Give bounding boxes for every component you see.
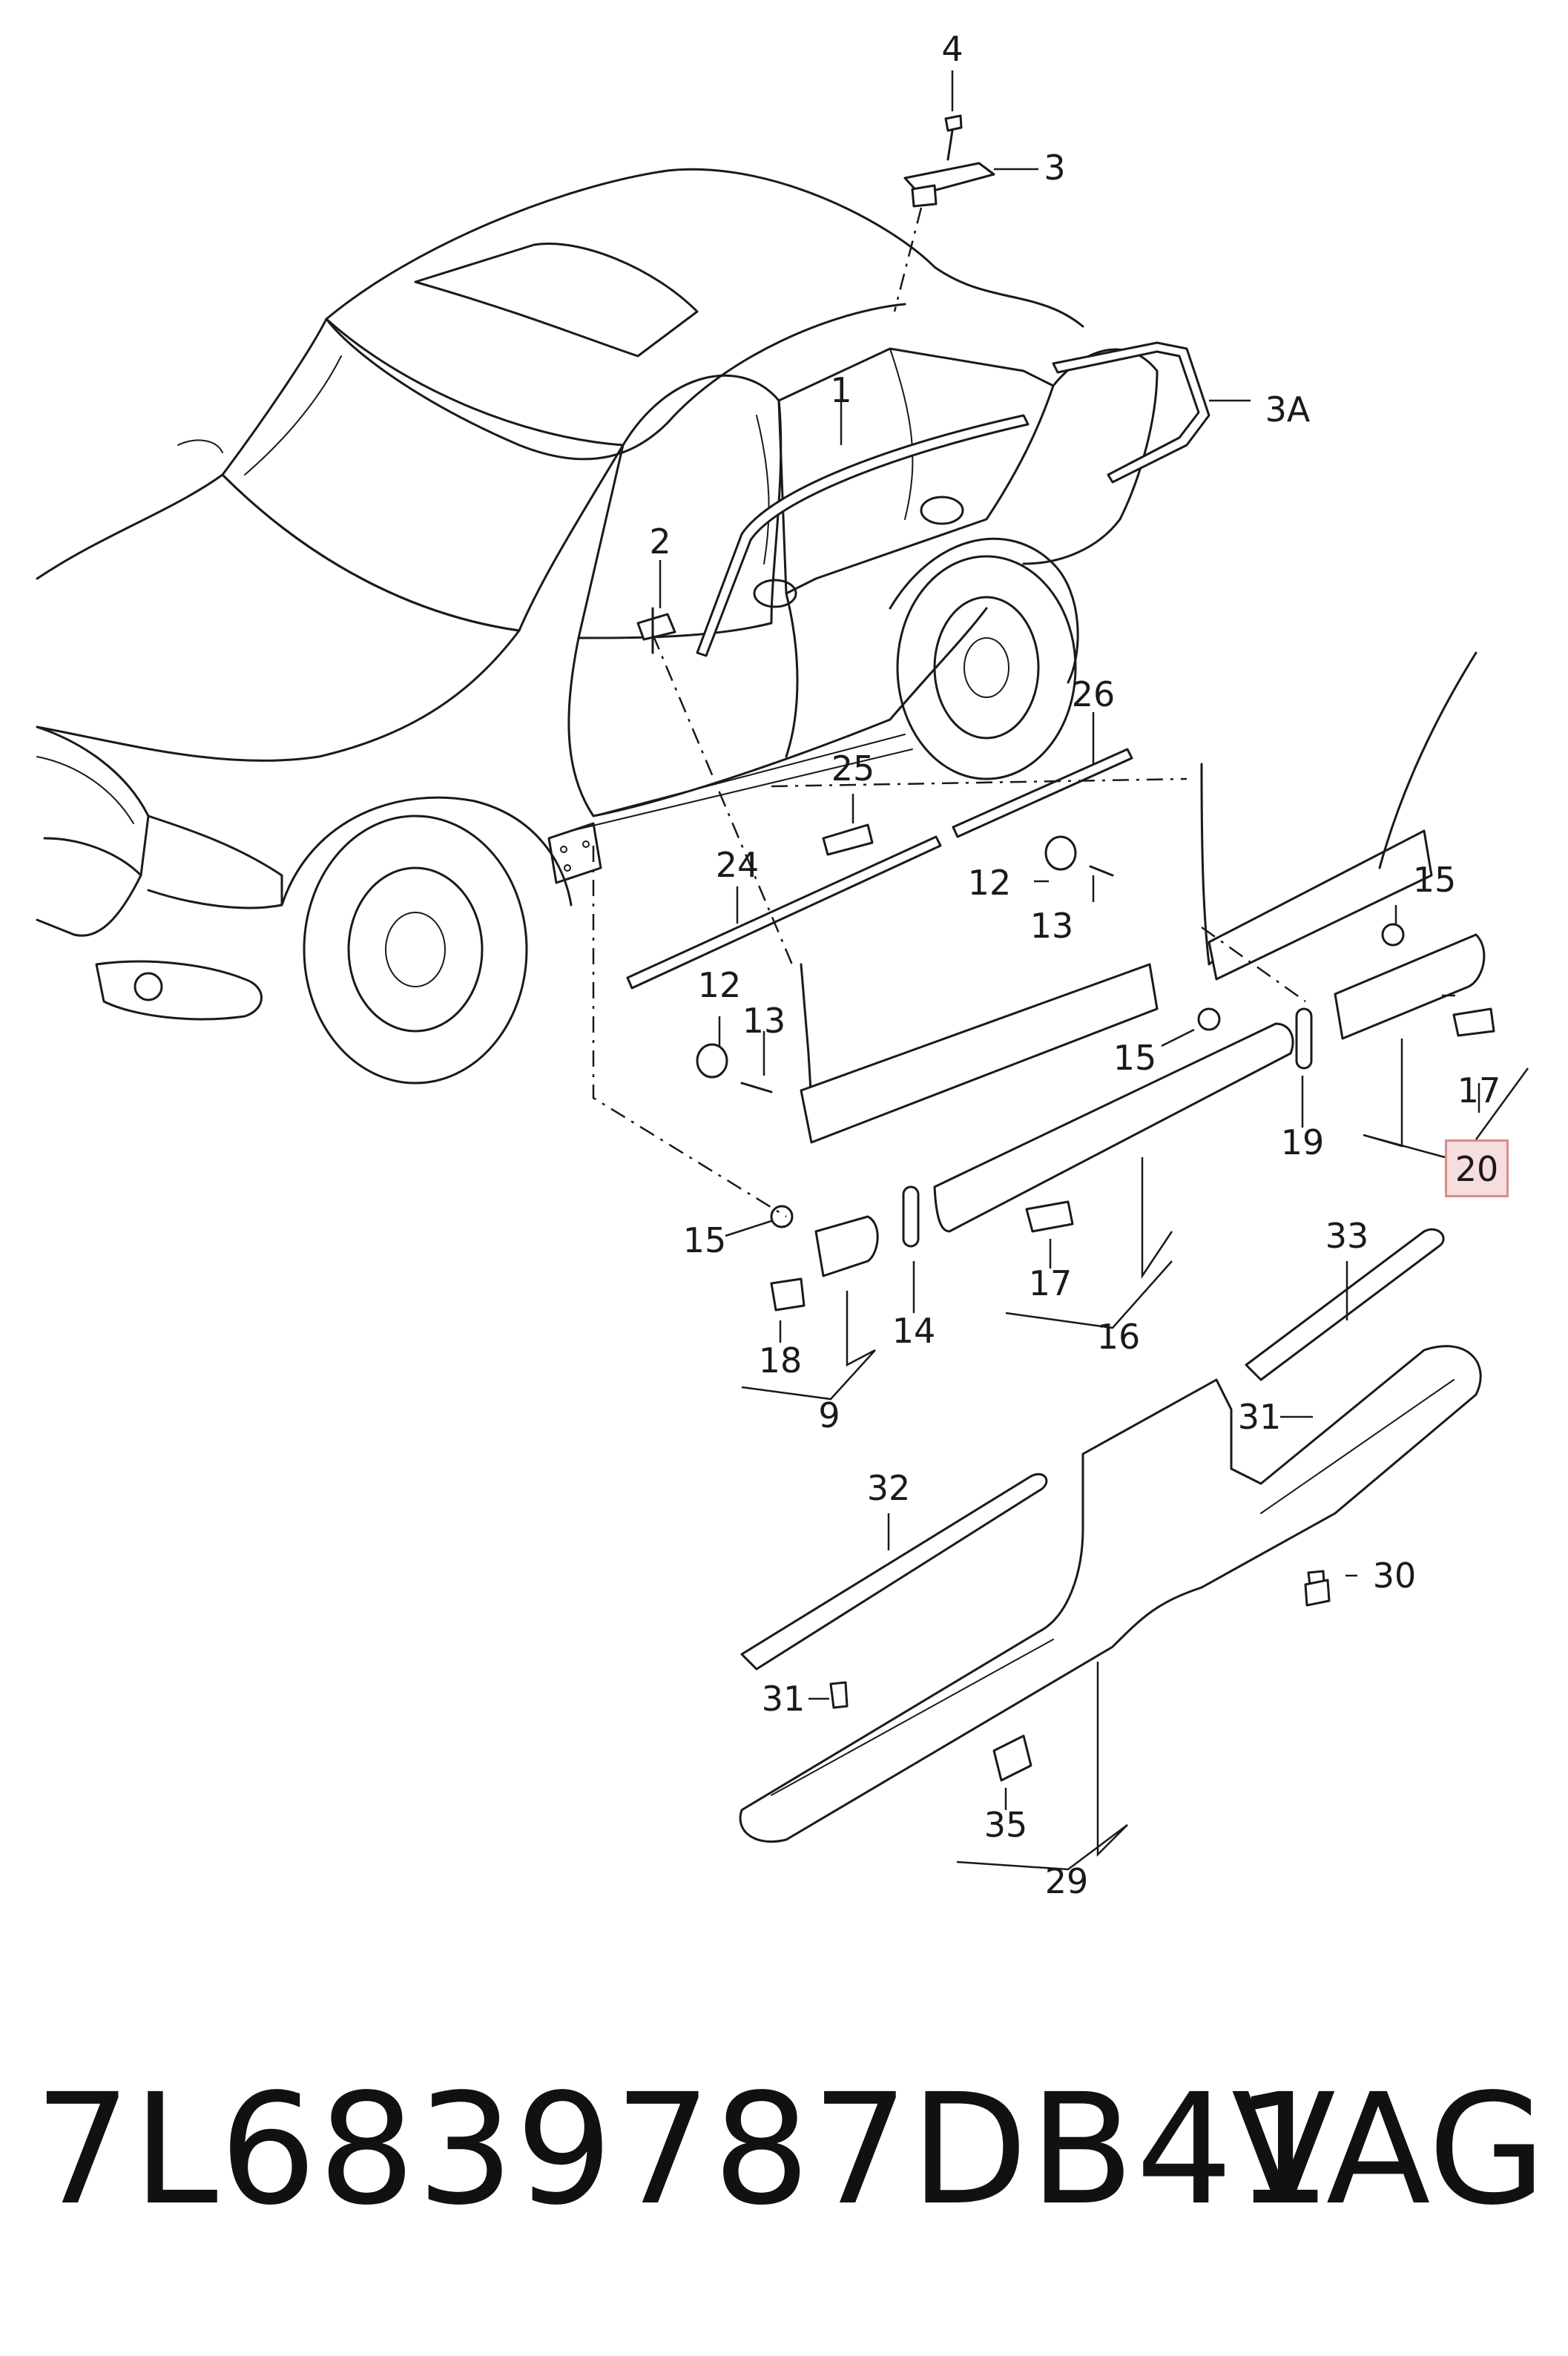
callout-15-left: 15 [683,1220,727,1260]
callout-1: 1 [830,370,851,410]
callout-26: 26 [1072,674,1116,714]
vehicle-body-outline [36,168,1159,1085]
front-fender-trim-9 [814,1215,879,1277]
cover-33 [1245,1228,1445,1381]
callout-18: 18 [759,1340,803,1381]
rear-wheel-trim-20 [1334,651,1486,1040]
strip-26 [952,748,1133,838]
callout-29: 29 [1045,1861,1089,1901]
callout-17-right: 17 [1457,1070,1501,1110]
callout-14: 14 [892,1311,936,1351]
exploded-parts-diagram: 4 3 3A 1 2 26 25 24 12 13 15 12 13 15 17… [36,29,1529,1901]
callout-9: 9 [818,1395,840,1435]
callout-33: 33 [1325,1216,1369,1256]
screw-4 [944,114,963,161]
end-cap-14 [902,1185,920,1248]
highlighted-callout-box [1445,1139,1509,1197]
assembly-lines [592,207,1306,1218]
callout-32: 32 [867,1468,911,1508]
callout-labels: 4 3 3A 1 2 26 25 24 12 13 15 12 13 15 17… [649,29,1501,1901]
brand-name: VAG [1231,2061,1546,2239]
cover-32 [740,1472,1048,1671]
callout-15-mid: 15 [1113,1038,1157,1078]
callout-2: 2 [649,521,671,562]
fasteners [696,835,1495,1709]
callout-17-mid: 17 [1029,1263,1073,1303]
callout-3a: 3A [1265,389,1311,430]
callout-15-right: 15 [1413,860,1457,900]
bracket-35 [992,1734,1032,1782]
door-panel-rear [1200,763,1433,981]
callout-12-upper: 12 [968,863,1012,903]
end-cap-19 [1295,1007,1313,1070]
trim-strip-1 [696,414,1030,657]
leader-lines [659,70,1529,1871]
callout-3: 3 [1044,148,1065,188]
callout-30: 30 [1373,1556,1417,1596]
callout-31-upper: 31 [1238,1397,1282,1437]
callout-35: 35 [984,1805,1028,1845]
callout-16: 16 [1097,1317,1141,1357]
roof-bracket-3 [903,162,995,208]
strip-24 [626,835,942,990]
door-sill-29 [739,1345,1482,1843]
callout-13-upper: 13 [1030,906,1074,946]
callout-4: 4 [941,29,963,69]
callout-31-lower: 31 [762,1679,806,1719]
part-number: 7L6839787DB41 [34,2061,1334,2239]
callout-19: 19 [1281,1122,1325,1162]
door-moulding-16 [933,1022,1294,1233]
callout-13-lower: 13 [742,1001,786,1041]
callout-25: 25 [831,748,875,789]
door-panel-front [800,963,1159,1144]
callout-20: 20 [1455,1149,1499,1189]
callout-24: 24 [716,845,760,885]
callout-12-lower: 12 [698,965,742,1005]
trim-strip-3a [1052,341,1210,484]
clip-2 [636,607,676,654]
clip-25 [822,823,874,856]
